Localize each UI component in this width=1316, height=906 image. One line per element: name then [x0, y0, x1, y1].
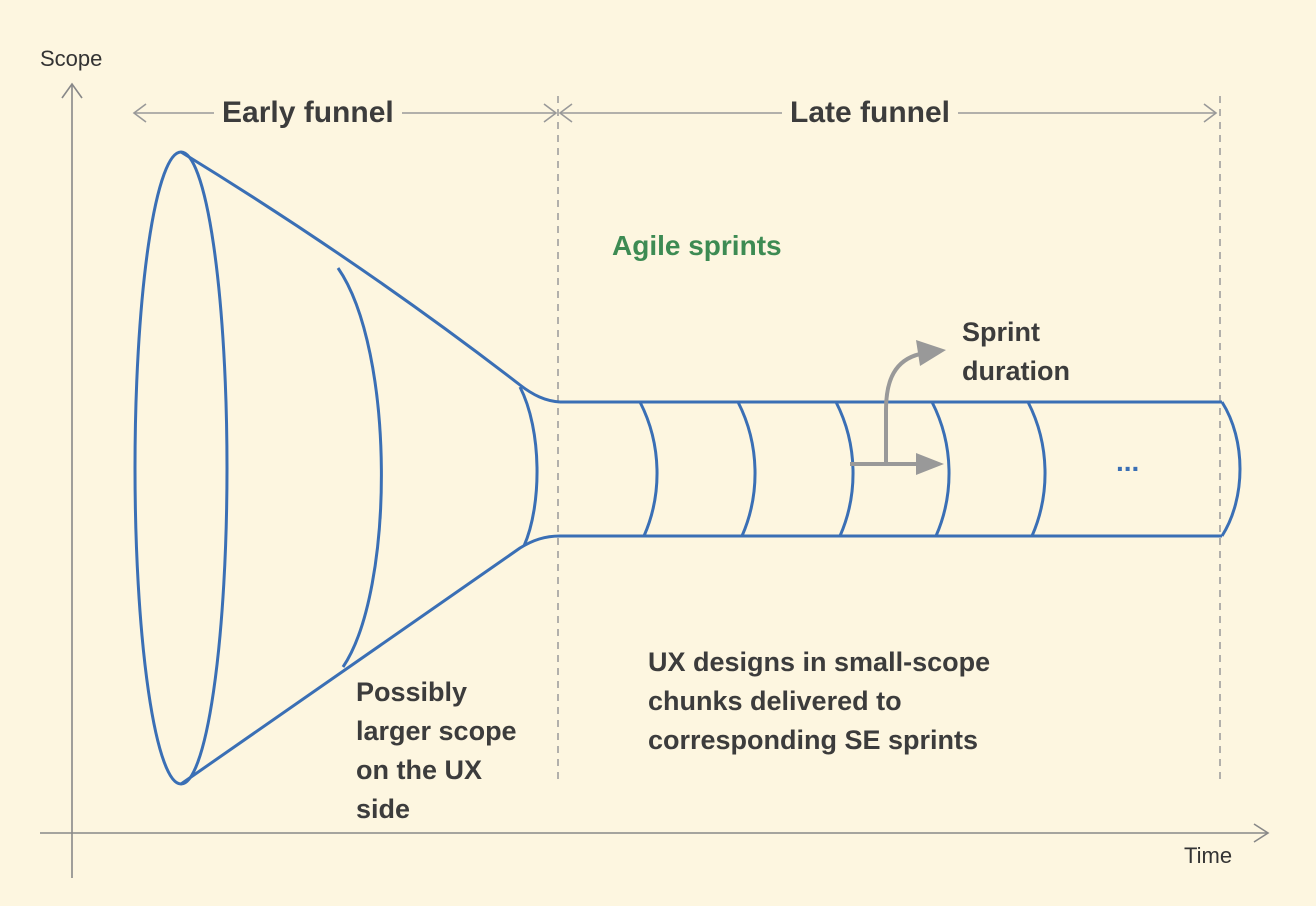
y-axis-label: Scope: [40, 46, 103, 71]
sprint-ring-2: [736, 401, 757, 537]
sprint-ring-1: [638, 401, 659, 537]
late-funnel-label: Late funnel: [782, 96, 959, 130]
sprint-duration-label: Sprint duration: [962, 317, 1070, 386]
funnel-ring-1: [336, 267, 383, 668]
funnel-top-edge: [180, 150, 561, 404]
ux-chunks-note: UX designs in small-scope chunks deliver…: [648, 647, 991, 755]
sprint-ring-4: [930, 401, 951, 537]
sprint-ring-3: [834, 401, 855, 537]
funnel-shape: [133, 150, 1242, 786]
sprint-duration-arrowhead-up: [916, 340, 946, 366]
x-axis-label: Time: [1184, 843, 1233, 868]
y-axis: [61, 82, 83, 878]
funnel-mouth-ellipse: [133, 150, 229, 786]
agile-sprints-label: Agile sprints: [612, 230, 782, 261]
sprint-ring-5: [1026, 401, 1047, 537]
funnel-bottom-edge: [180, 534, 561, 786]
x-axis: [40, 823, 1270, 843]
tube-end-ring: [1220, 401, 1242, 537]
sprint-duration-arrowhead-right: [916, 453, 944, 475]
ux-side-scope-note: Possibly larger scope on the UX side: [356, 677, 517, 824]
funnel-ring-2: [518, 386, 539, 547]
early-funnel-label: Early funnel: [214, 96, 402, 130]
sprint-duration-arrows: [850, 352, 921, 466]
more-sprints-ellipsis: ...: [1116, 446, 1140, 477]
